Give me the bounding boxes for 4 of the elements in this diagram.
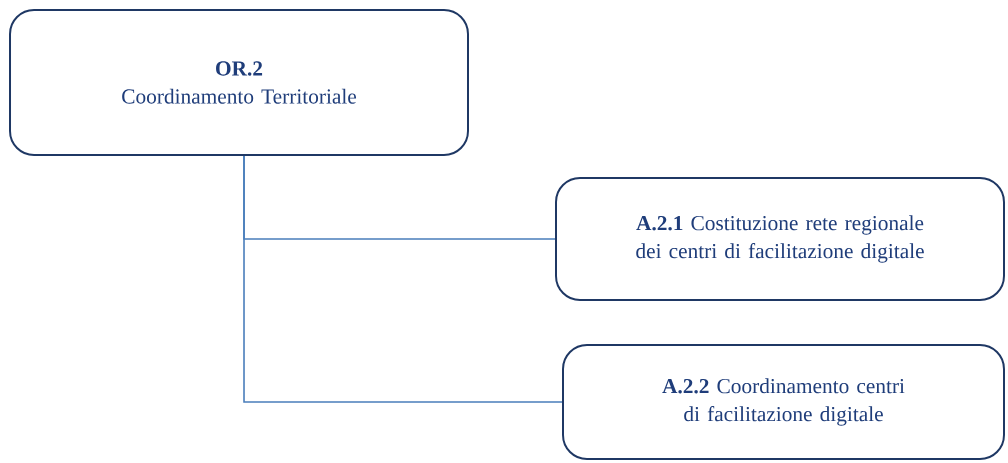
process-box: OR.2 Coordinamento Territoriale [9, 9, 469, 156]
process-box: A.2.2 Coordinamento centri di facilitazione digitale [562, 344, 1005, 460]
connector-line [243, 155, 563, 403]
process-box: A.2.1 Costituzione rete regionale dei centri di facilitazione digitale [555, 177, 1005, 301]
